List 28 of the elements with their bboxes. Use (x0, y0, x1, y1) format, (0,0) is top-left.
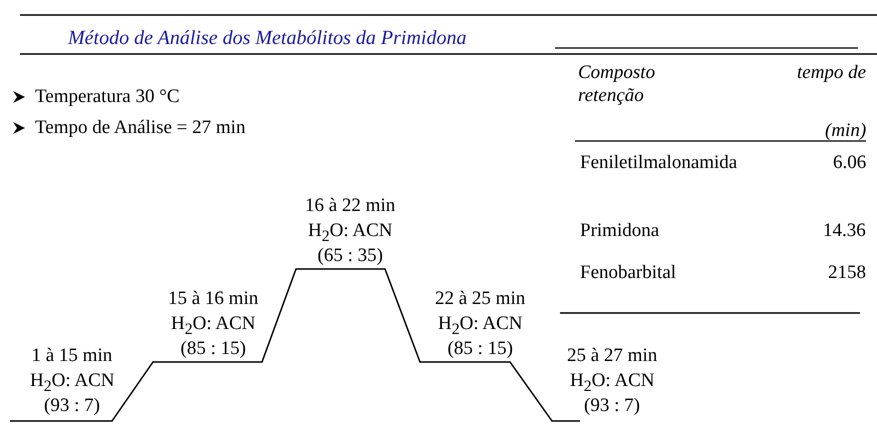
column-header: tempo de (797, 62, 866, 84)
title: Método de Análise dos Metabólitos da Primidona (68, 27, 466, 49)
bullet-note: Tempo de Análise = 27 min (35, 117, 246, 139)
step-time-range: 25 à 27 min (567, 345, 658, 367)
column-header: retenção (578, 85, 644, 107)
solvent-ratio-value: (85 : 15) (448, 338, 513, 360)
solvent-ratio-label: H$_{2}$O: ACN (438, 313, 522, 340)
retention-time: 14.36 (823, 220, 866, 242)
retention-time: 6.06 (833, 152, 866, 174)
column-header: (min) (825, 120, 866, 142)
solvent-ratio-value: (65 : 35) (318, 245, 383, 267)
step-time-range: 1 à 15 min (32, 345, 112, 367)
solvent-ratio-value: (85 : 15) (180, 338, 246, 360)
compound-name: Feniletilmalonamida (580, 152, 738, 174)
solvent-ratio-label: H$_{2}$O: ACN (30, 370, 114, 397)
compound-name: Primidona (580, 220, 660, 242)
solvent-ratio-label: H$_{2}$O: ACN (570, 370, 654, 397)
retention-time: 2158 (828, 262, 866, 284)
solvent-ratio-value: (93 : 7) (44, 395, 100, 417)
compound-name: Fenobarbital (580, 262, 676, 284)
solvent-ratio-label: H$_{2}$O: ACN (171, 313, 256, 340)
column-header: Composto (578, 62, 656, 84)
step-time-range: 16 à 22 min (305, 195, 396, 217)
bullet-note: Temperatura 30 °C (35, 86, 180, 108)
solvent-ratio-value: (93 : 7) (584, 395, 640, 417)
solvent-ratio-label: H$_{2}$O: ACN (308, 220, 392, 247)
step-time-range: 15 à 16 min (168, 288, 258, 310)
step-time-range: 22 à 25 min (435, 288, 526, 310)
